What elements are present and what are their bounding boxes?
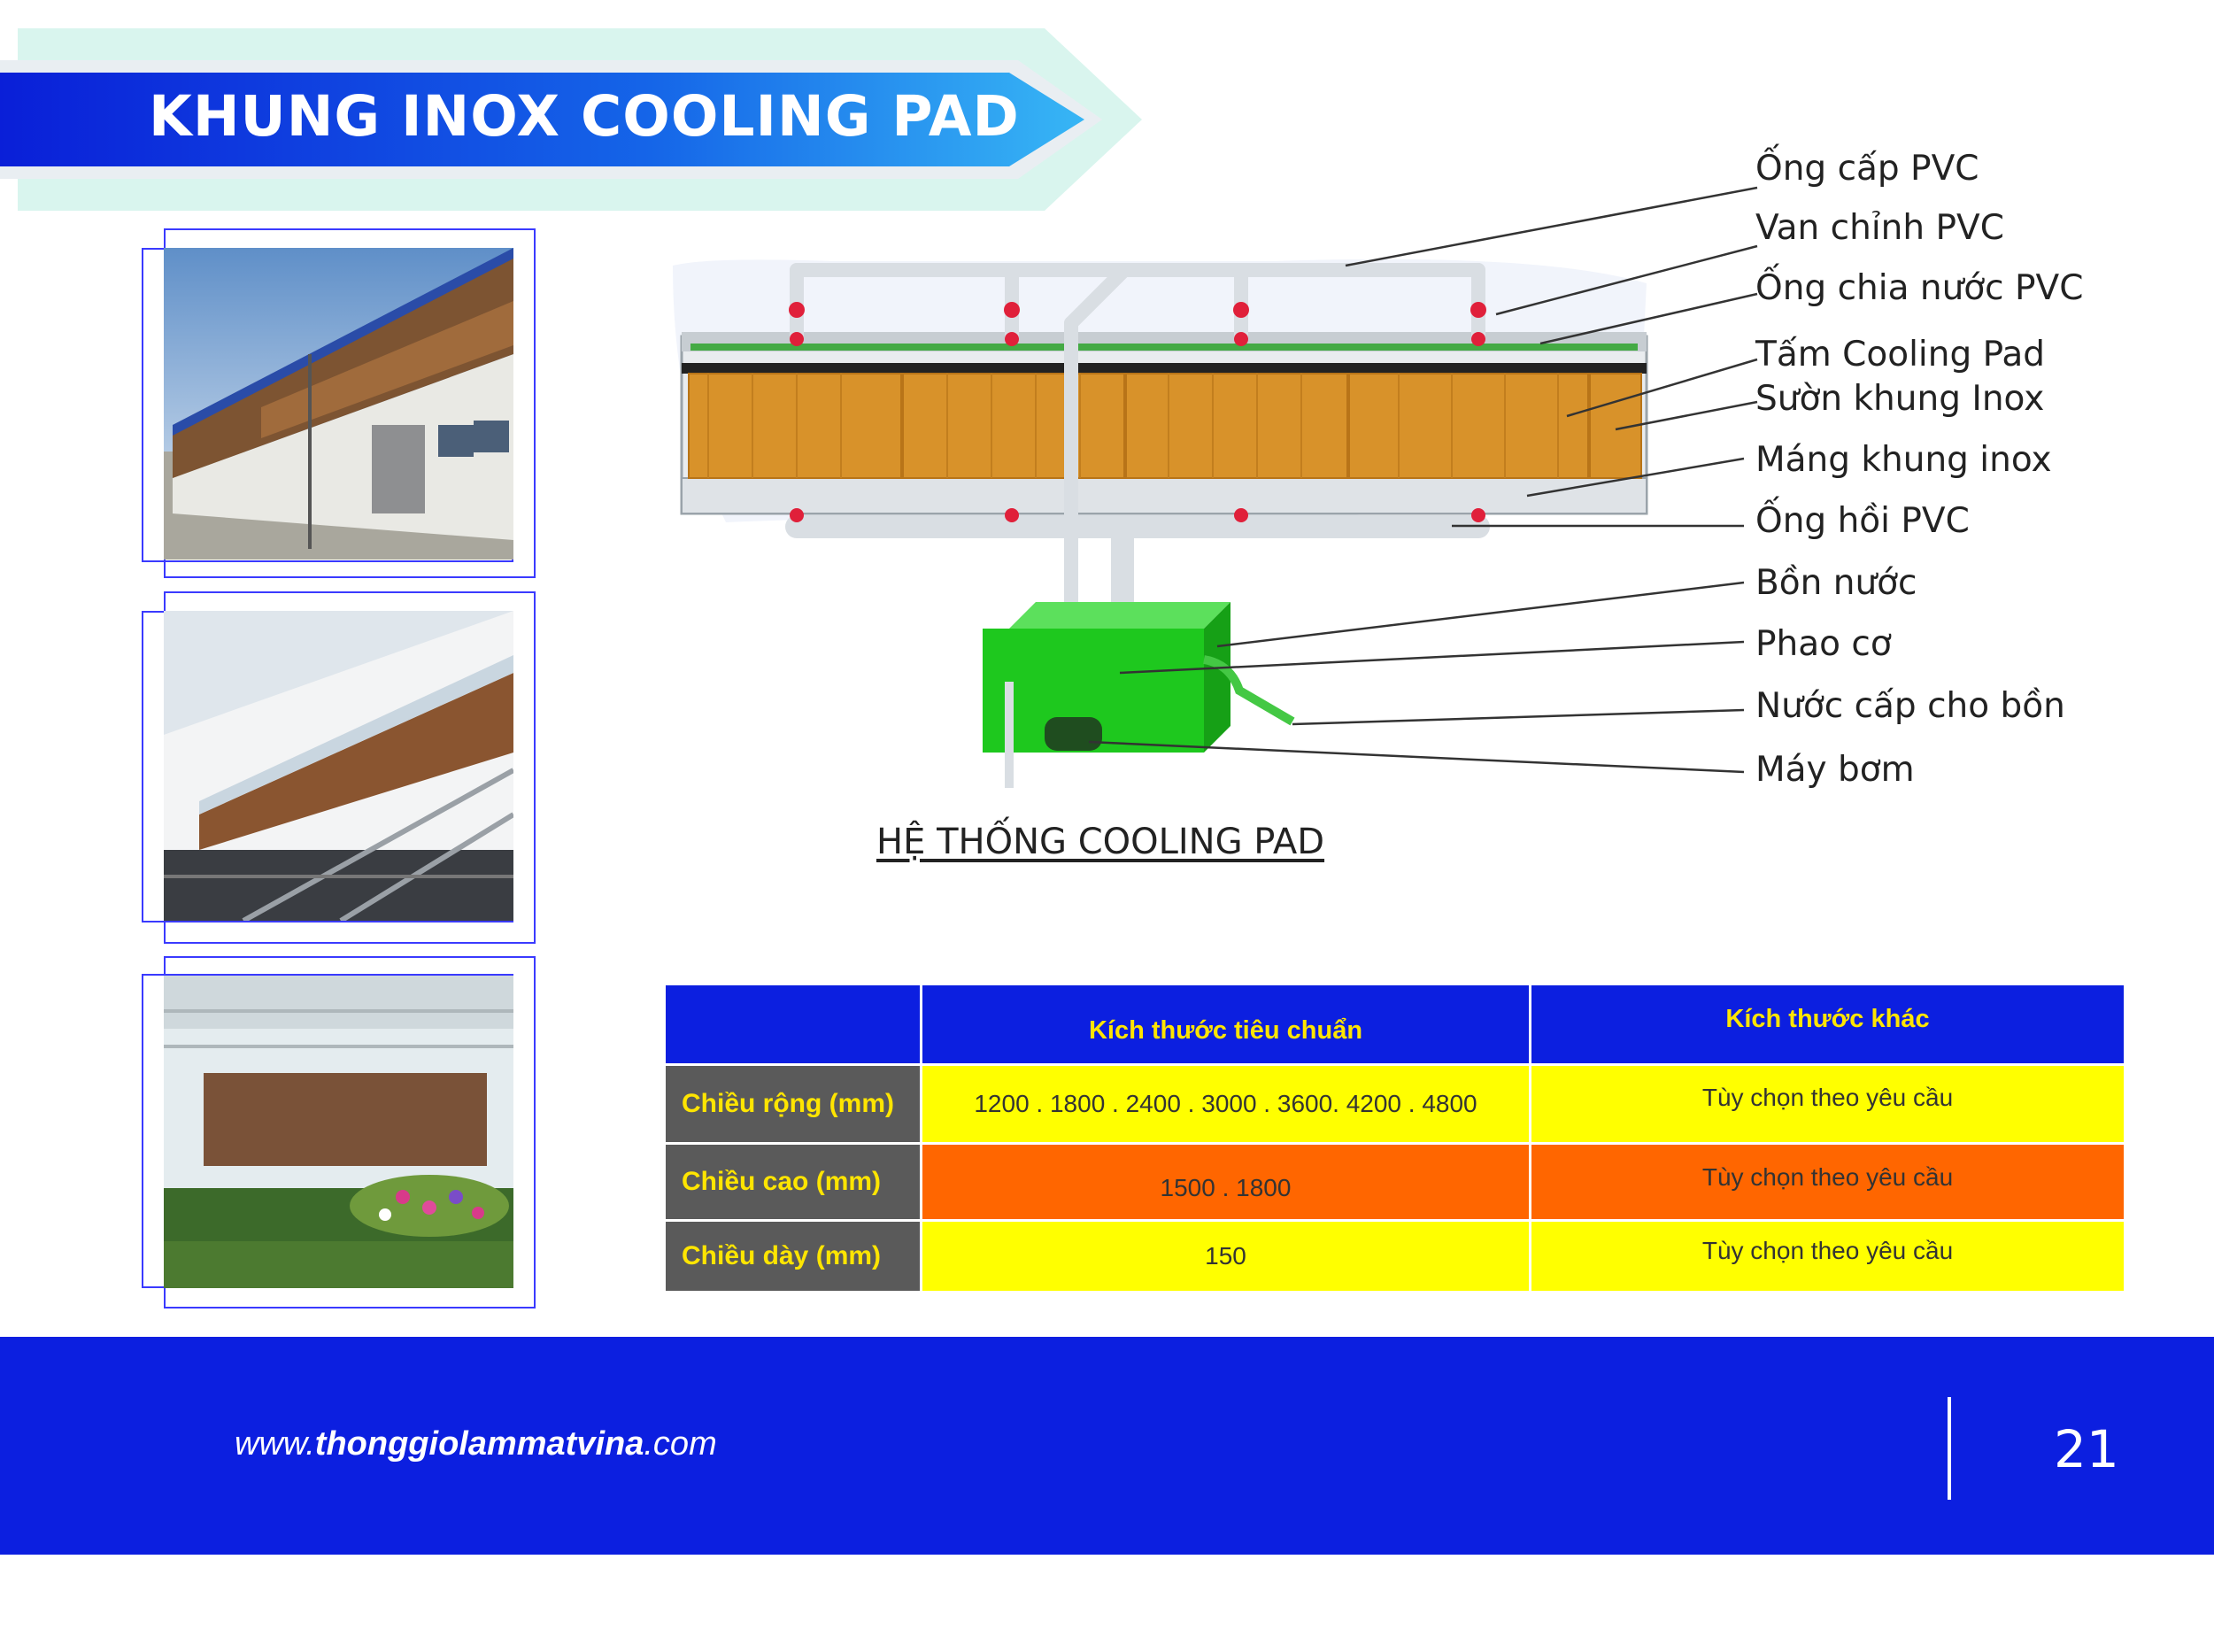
- callout-ong-hoi-pvc: Ống hồi PVC: [1755, 501, 1970, 541]
- callout-mang-khung-inox: Máng khung inox: [1755, 440, 2052, 480]
- footer-divider: [1948, 1397, 1951, 1500]
- page-number: 21: [2054, 1419, 2119, 1479]
- table-row: Chiều cao (mm) 1500 . 1800 Tùy chọn theo…: [663, 1142, 2126, 1222]
- row-label: Chiều dày (mm): [663, 1219, 922, 1293]
- row-label: Chiều cao (mm): [663, 1142, 922, 1222]
- callout-phao-co: Phao cơ: [1755, 624, 1892, 664]
- table-cell-standard: 150: [920, 1219, 1531, 1293]
- url-domain: thonggiolammatvina: [314, 1425, 644, 1463]
- table-row: Chiều dày (mm) 150 Tùy chọn theo yêu cầu: [663, 1219, 2126, 1293]
- footer-band: [0, 1337, 2214, 1555]
- table-cell-other: Tùy chọn theo yêu cầu: [1529, 1142, 2126, 1222]
- url-prefix: www.: [235, 1425, 315, 1463]
- spec-table: Kích thước tiêu chuẩn Kích thước khác Ch…: [663, 983, 2126, 1293]
- callout-bon-nuoc: Bồn nước: [1755, 563, 1917, 603]
- table-header-cell: Kích thước tiêu chuẩn: [920, 983, 1531, 1066]
- website-link[interactable]: www.thonggiolammatvina.com: [235, 1425, 717, 1463]
- table-header-cell: [663, 983, 922, 1066]
- table-row: Chiều rộng (mm) 1200 . 1800 . 2400 . 300…: [663, 1063, 2126, 1145]
- factory-photo: [164, 248, 513, 560]
- callout-ong-chia-nuoc-pvc: Ống chia nước PVC: [1755, 268, 2084, 308]
- callout-ong-cap-pvc: Ống cấp PVC: [1755, 149, 1979, 189]
- cooling-pad-system-diagram: [673, 186, 1758, 788]
- callout-suon-khung-inox: Sườn khung Inox: [1755, 379, 2045, 419]
- callout-tam-cooling-pad: Tấm Cooling Pad: [1755, 335, 2046, 374]
- page-title: KHUNG INOX COOLING PAD: [149, 84, 1020, 149]
- table-header-cell: Kích thước khác: [1529, 983, 2126, 1066]
- url-suffix: .com: [644, 1425, 717, 1463]
- callout-nuoc-cap-cho-bon: Nước cấp cho bồn: [1755, 686, 2065, 726]
- greenhouse-exterior-photo: [164, 611, 513, 921]
- greenhouse-interior-photo: [164, 976, 513, 1288]
- diagram-caption: HỆ THỐNG COOLING PAD: [876, 822, 1325, 862]
- table-header-row: Kích thước tiêu chuẩn Kích thước khác: [663, 983, 2126, 1066]
- header-banner: [0, 28, 1142, 211]
- row-label: Chiều rộng (mm): [663, 1063, 922, 1145]
- callout-van-chinh-pvc: Van chỉnh PVC: [1755, 208, 2004, 248]
- callout-may-bom: Máy bơm: [1755, 750, 1915, 790]
- table-cell-standard: 1500 . 1800: [920, 1142, 1531, 1222]
- table-cell-standard: 1200 . 1800 . 2400 . 3000 . 3600. 4200 .…: [920, 1063, 1531, 1145]
- table-cell-other: Tùy chọn theo yêu cầu: [1529, 1219, 2126, 1293]
- table-cell-other: Tùy chọn theo yêu cầu: [1529, 1063, 2126, 1145]
